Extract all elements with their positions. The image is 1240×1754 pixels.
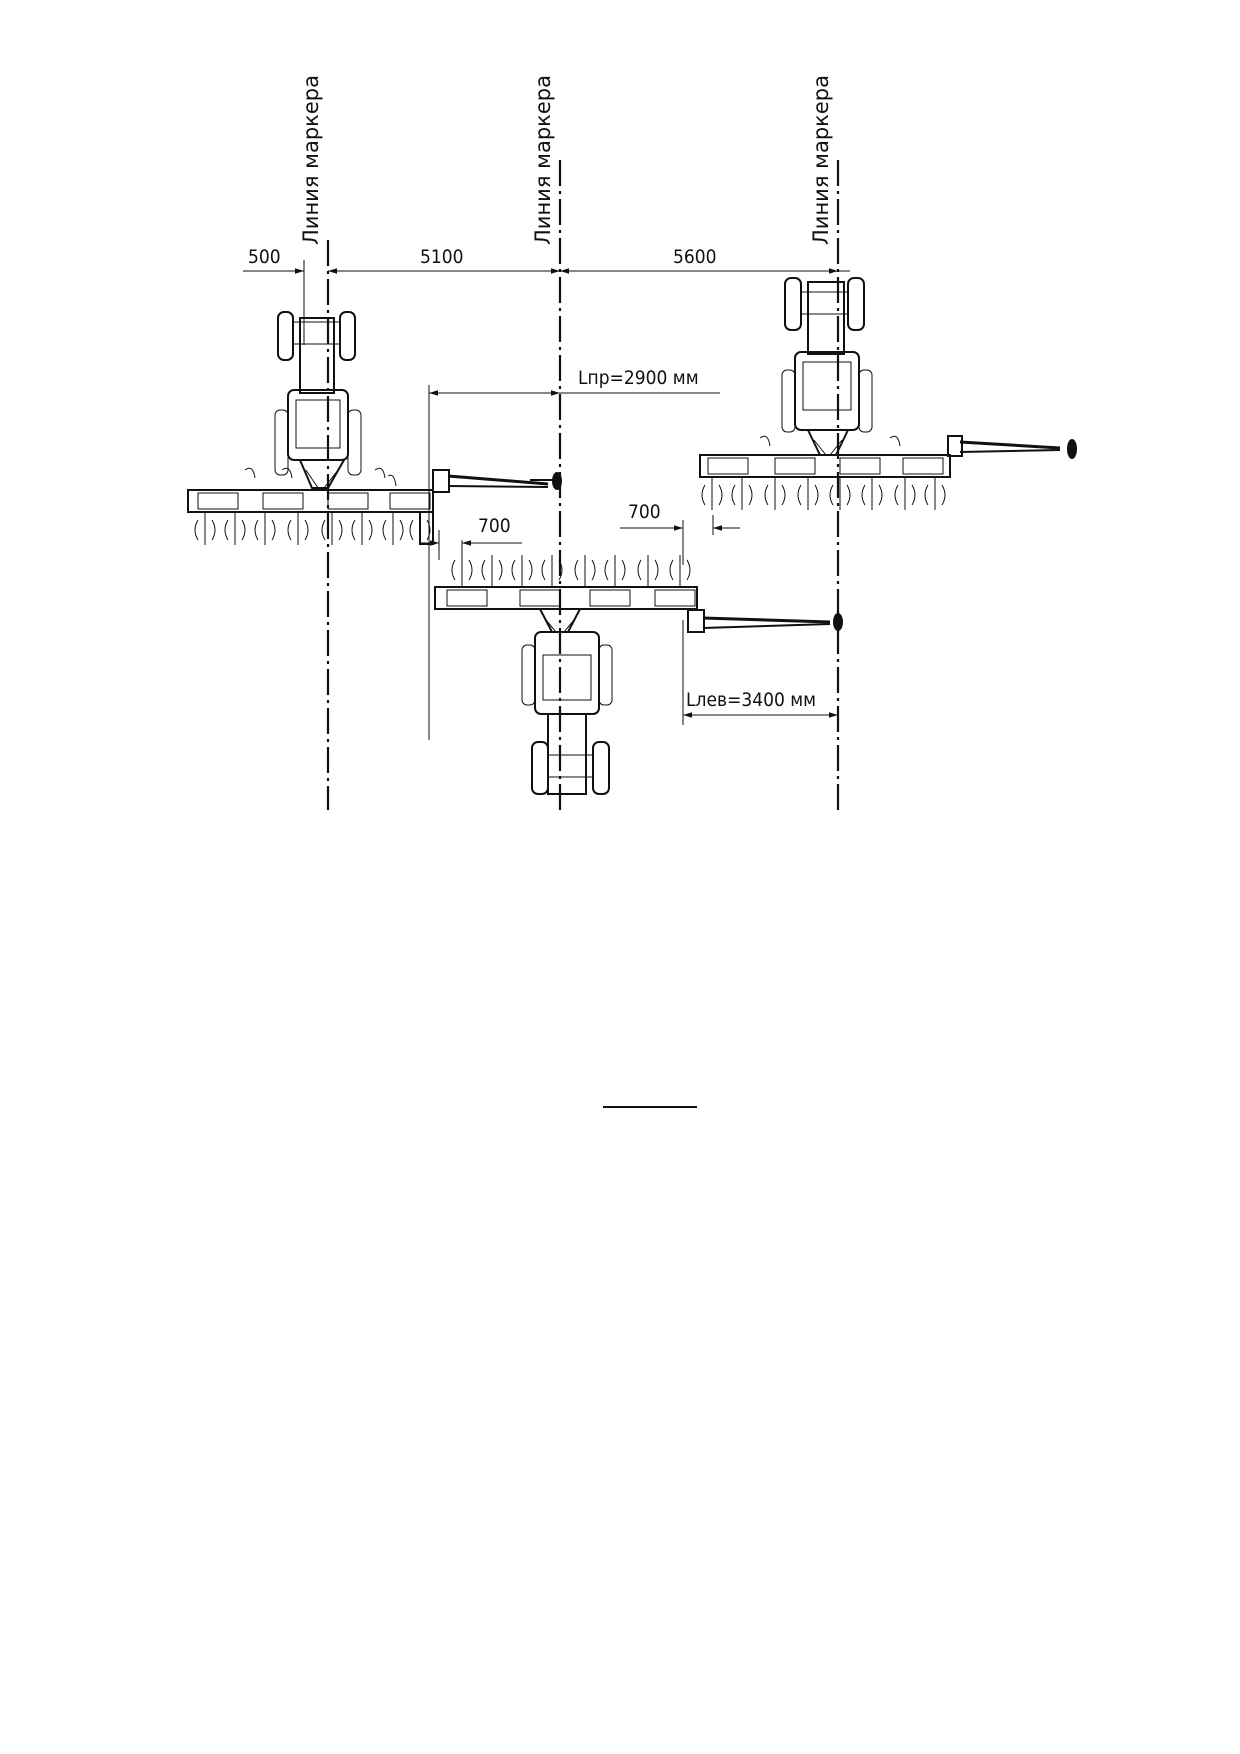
marker-line-label-1: Линия маркера [299,75,323,245]
tractor-unit-3 [699,277,1077,510]
dimension-left-marker: Lлев=3400 мм [686,689,816,711]
dimension-700-right: 700 [628,501,661,523]
dimension-5100: 5100 [420,246,464,268]
tractor-unit-1 [187,311,562,545]
marker-line-label-3: Линия маркера [809,75,833,245]
marker-line-label-2: Линия маркера [531,75,555,245]
dimension-500: 500 [248,246,281,268]
tractor-unit-2 [434,555,843,795]
marker-lines [326,160,840,810]
top-dimension-chain [243,260,850,345]
dimension-5600: 5600 [673,246,717,268]
overlap-dimension-right [620,515,740,565]
dimension-right-marker: Lпр=2900 мм [578,367,699,389]
right-marker-dimension [428,385,720,740]
dimension-700-left: 700 [478,515,511,537]
left-marker-dimension [682,620,838,725]
